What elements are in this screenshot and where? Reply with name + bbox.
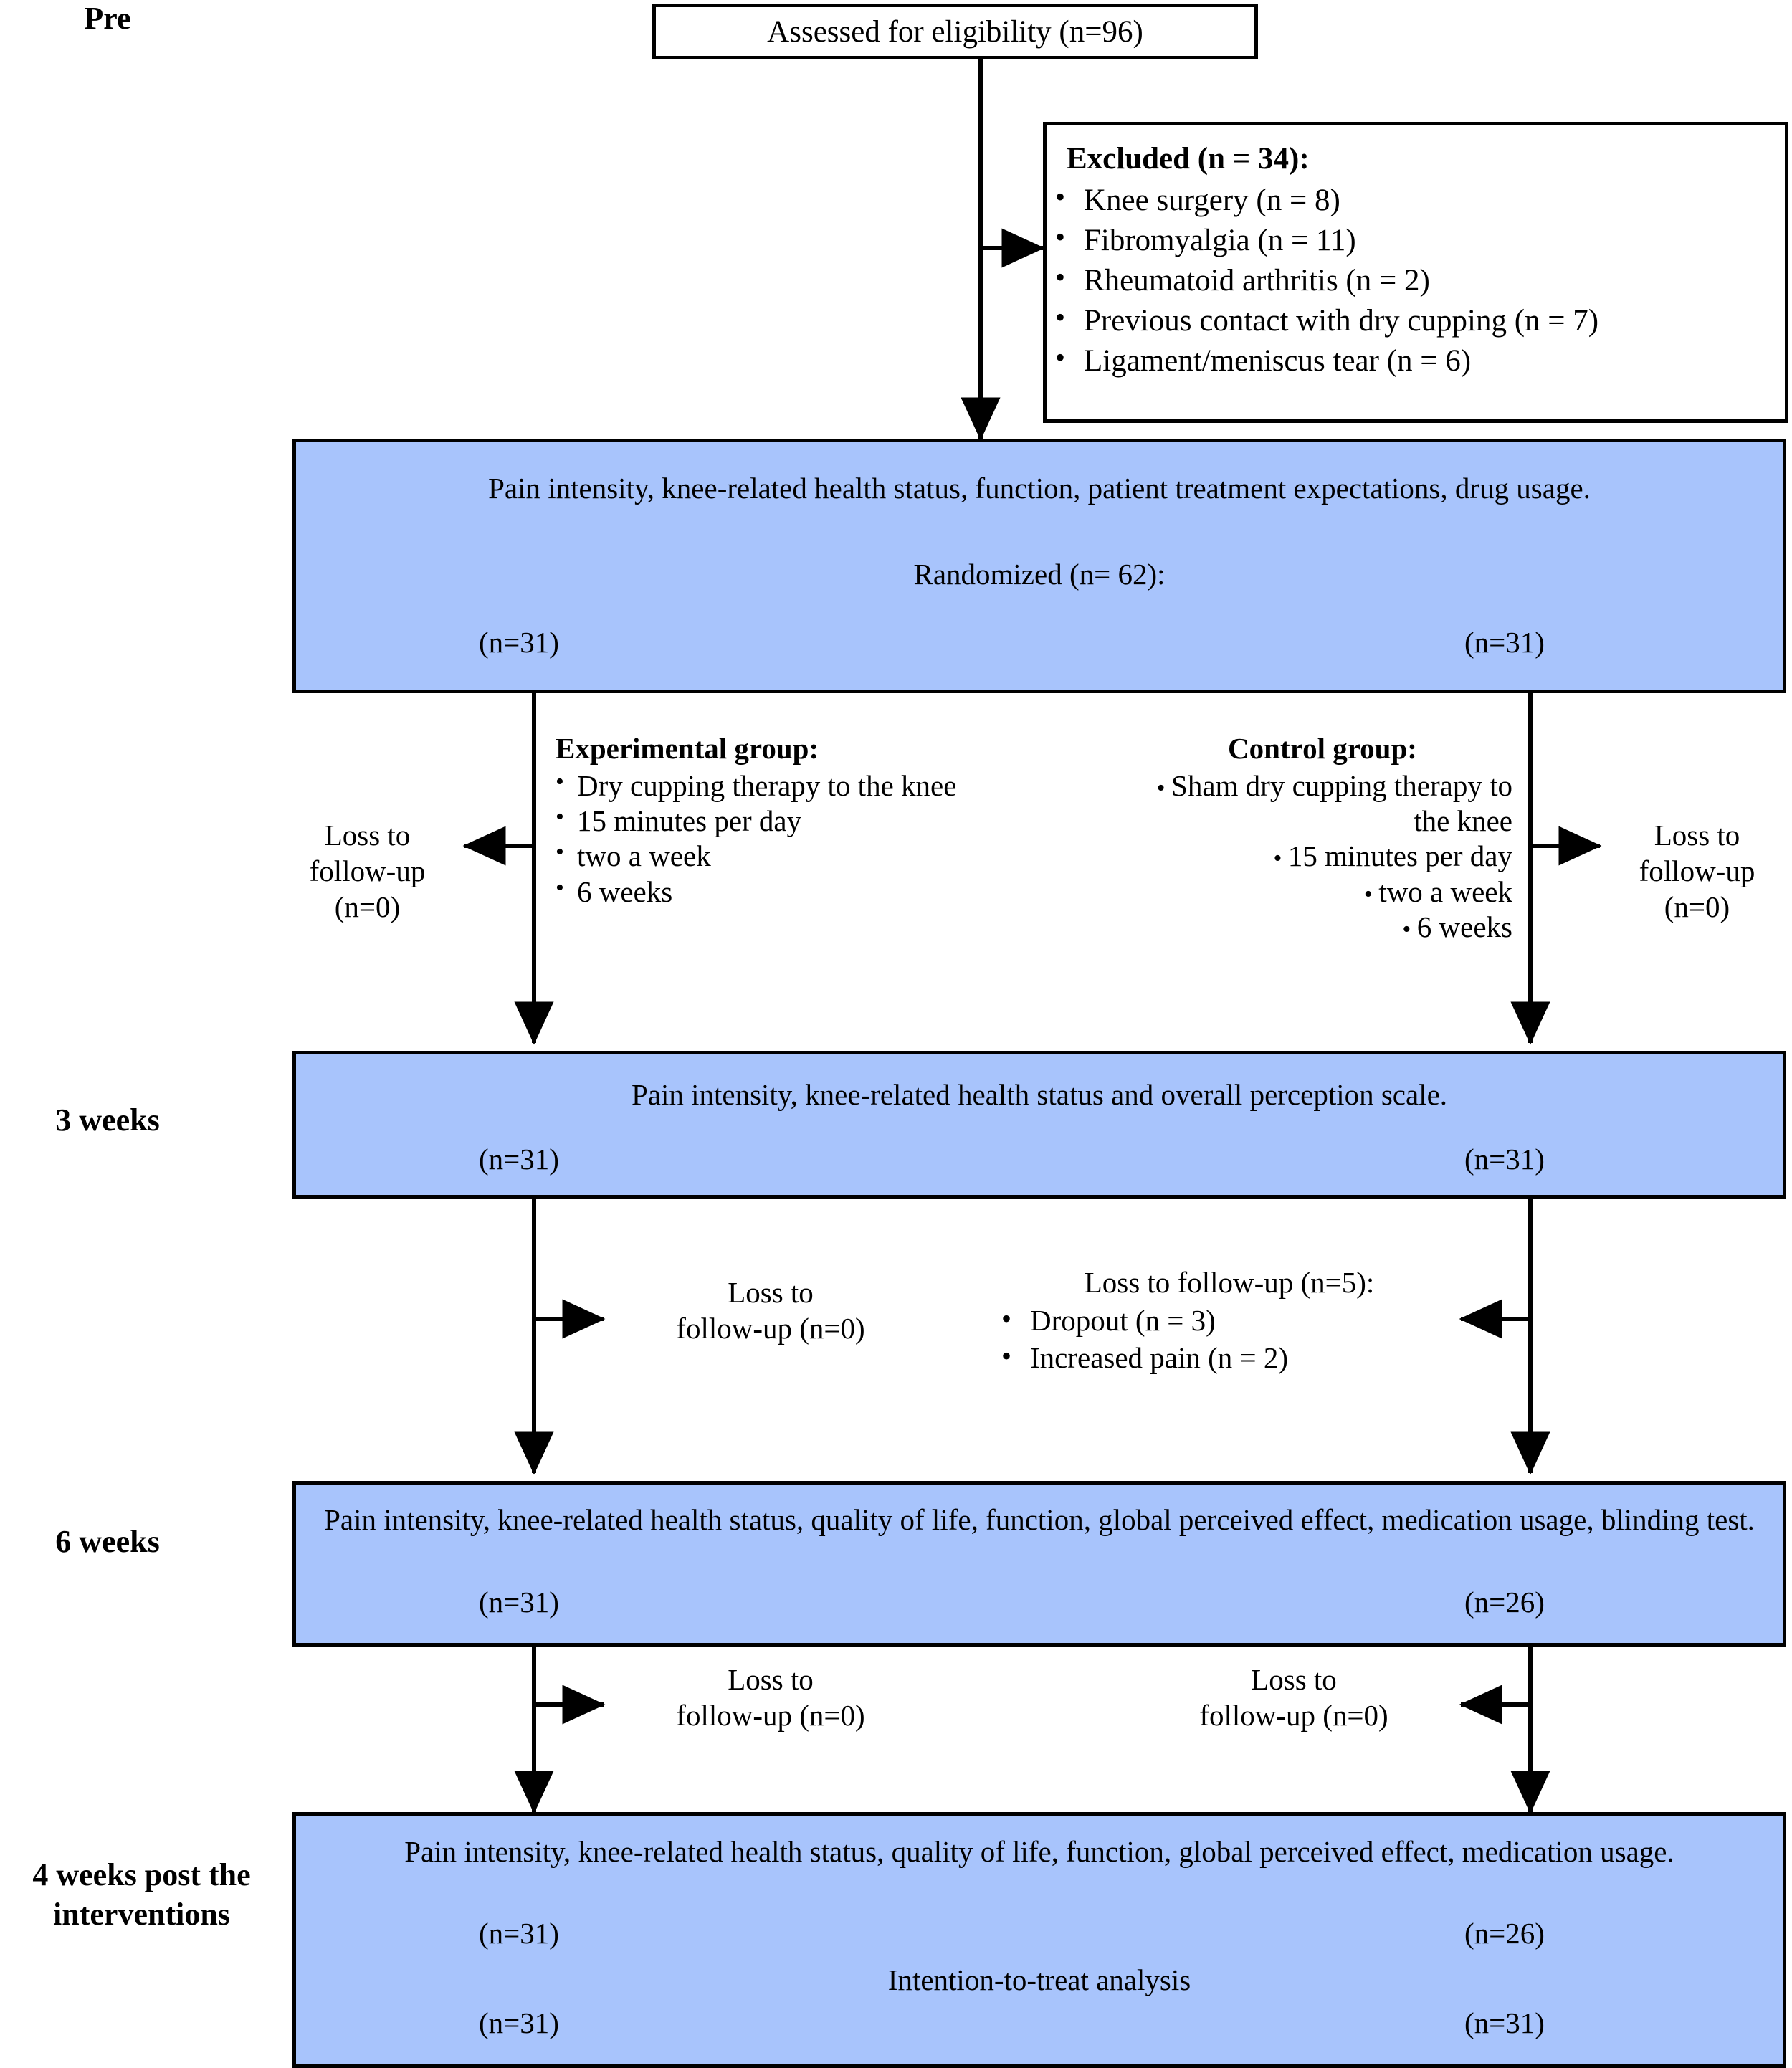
week6-measures: Pain intensity, knee-related health stat…: [324, 1503, 1755, 1536]
week3-assessment-box: Pain intensity, knee-related health stat…: [292, 1051, 1786, 1199]
week3-left-n: (n=31): [479, 1143, 559, 1176]
loss-left-intervention-line2: follow-up: [309, 854, 426, 888]
loss-right-3to6-list: Dropout (n = 3) Increased pain (n = 2): [993, 1302, 1466, 1376]
final-right-n-2: (n=31): [1464, 2006, 1545, 2039]
experimental-group-item: 15 minutes per day: [556, 804, 957, 839]
experimental-group-item: two a week: [556, 839, 957, 874]
loss-left-3to6-line1: Loss to: [728, 1276, 814, 1309]
loss-left-intervention: Loss to follow-up (n=0): [272, 817, 462, 925]
stage-label-3-weeks: 3 weeks: [55, 1102, 160, 1138]
loss-right-6topost-line2: follow-up (n=0): [1199, 1699, 1388, 1733]
loss-left-intervention-line3: (n=0): [334, 890, 401, 924]
control-group-item: Sham dry cupping therapy to the knee: [1133, 768, 1512, 839]
loss-right-3to6: Loss to follow-up (n=5): Dropout (n = 3)…: [993, 1265, 1466, 1376]
excluded-title: Excluded (n = 34):: [1067, 142, 1310, 176]
pre-right-n: (n=31): [1464, 626, 1545, 659]
final-measures: Pain intensity, knee-related health stat…: [404, 1835, 1674, 1868]
week3-measures: Pain intensity, knee-related health stat…: [631, 1078, 1448, 1111]
loss-left-intervention-line1: Loss to: [324, 819, 411, 852]
stage-label-4-weeks-post-line2: interventions: [53, 1897, 230, 1932]
week3-right-n: (n=31): [1464, 1143, 1545, 1176]
experimental-group-item: Dry cupping therapy to the knee: [556, 768, 957, 804]
loss-left-6topost: Loss to follow-up (n=0): [616, 1662, 925, 1733]
control-group-list: Sham dry cupping therapy to the knee 15 …: [1133, 768, 1512, 945]
loss-left-6topost-line1: Loss to: [728, 1663, 814, 1696]
excluded-box: Excluded (n = 34): Knee surgery (n = 8) …: [1043, 122, 1788, 423]
control-group-block: Control group: Sham dry cupping therapy …: [1133, 731, 1512, 945]
control-group-item: 6 weeks: [1133, 910, 1512, 945]
final-assessment-box: Pain intensity, knee-related health stat…: [292, 1812, 1786, 2068]
stage-label-4-weeks-post: 4 weeks post the interventions: [0, 1855, 283, 1934]
stage-label-pre: Pre: [84, 1, 131, 36]
week6-right-n: (n=26): [1464, 1586, 1545, 1619]
stage-label-6-weeks: 6 weeks: [55, 1524, 160, 1559]
week6-left-n: (n=31): [479, 1586, 559, 1619]
final-left-n-2: (n=31): [479, 2006, 559, 2039]
experimental-group-title: Experimental group:: [556, 732, 819, 765]
excluded-item: Rheumatoid arthritis (n = 2): [1047, 261, 1785, 301]
loss-right-intervention: Loss to follow-up (n=0): [1602, 817, 1792, 925]
loss-right-3to6-item: Dropout (n = 3): [993, 1302, 1466, 1340]
loss-right-6topost-line1: Loss to: [1251, 1663, 1337, 1696]
excluded-item: Fibromyalgia (n = 11): [1047, 221, 1785, 261]
loss-left-3to6-line2: follow-up (n=0): [676, 1312, 865, 1345]
pre-assessment-box: Pain intensity, knee-related health stat…: [292, 439, 1786, 693]
excluded-item: Previous contact with dry cupping (n = 7…: [1047, 301, 1785, 341]
loss-left-6topost-line2: follow-up (n=0): [676, 1699, 865, 1733]
experimental-group-list: Dry cupping therapy to the knee 15 minut…: [556, 768, 957, 910]
final-left-n-1: (n=31): [479, 1917, 559, 1950]
final-analysis-label: Intention-to-treat analysis: [887, 1963, 1191, 1996]
loss-right-intervention-line1: Loss to: [1654, 819, 1740, 852]
loss-right-intervention-line2: follow-up: [1639, 854, 1755, 888]
loss-right-6topost: Loss to follow-up (n=0): [1140, 1662, 1448, 1733]
excluded-item: Ligament/meniscus tear (n = 6): [1047, 341, 1785, 381]
week6-assessment-box: Pain intensity, knee-related health stat…: [292, 1481, 1786, 1647]
assessed-for-eligibility-box: Assessed for eligibility (n=96): [652, 4, 1258, 59]
pre-randomized: Randomized (n= 62):: [913, 558, 1166, 591]
loss-right-intervention-line3: (n=0): [1664, 890, 1730, 924]
pre-left-n: (n=31): [479, 626, 559, 659]
control-group-item: 15 minutes per day: [1133, 839, 1512, 874]
stage-label-4-weeks-post-line1: 4 weeks post the: [32, 1857, 251, 1892]
loss-right-3to6-title: Loss to follow-up (n=5):: [1084, 1266, 1375, 1299]
experimental-group-item: 6 weeks: [556, 875, 957, 910]
experimental-group-block: Experimental group: Dry cupping therapy …: [556, 731, 957, 910]
assessed-for-eligibility-text: Assessed for eligibility (n=96): [767, 15, 1143, 49]
pre-measures: Pain intensity, knee-related health stat…: [488, 472, 1591, 505]
final-right-n-1: (n=26): [1464, 1917, 1545, 1950]
control-group-item: two a week: [1133, 875, 1512, 910]
loss-right-3to6-item: Increased pain (n = 2): [993, 1340, 1466, 1377]
excluded-item: Knee surgery (n = 8): [1047, 181, 1785, 221]
loss-left-3to6: Loss to follow-up (n=0): [616, 1274, 925, 1346]
control-group-title: Control group:: [1228, 732, 1417, 765]
excluded-list: Knee surgery (n = 8) Fibromyalgia (n = 1…: [1047, 181, 1785, 381]
